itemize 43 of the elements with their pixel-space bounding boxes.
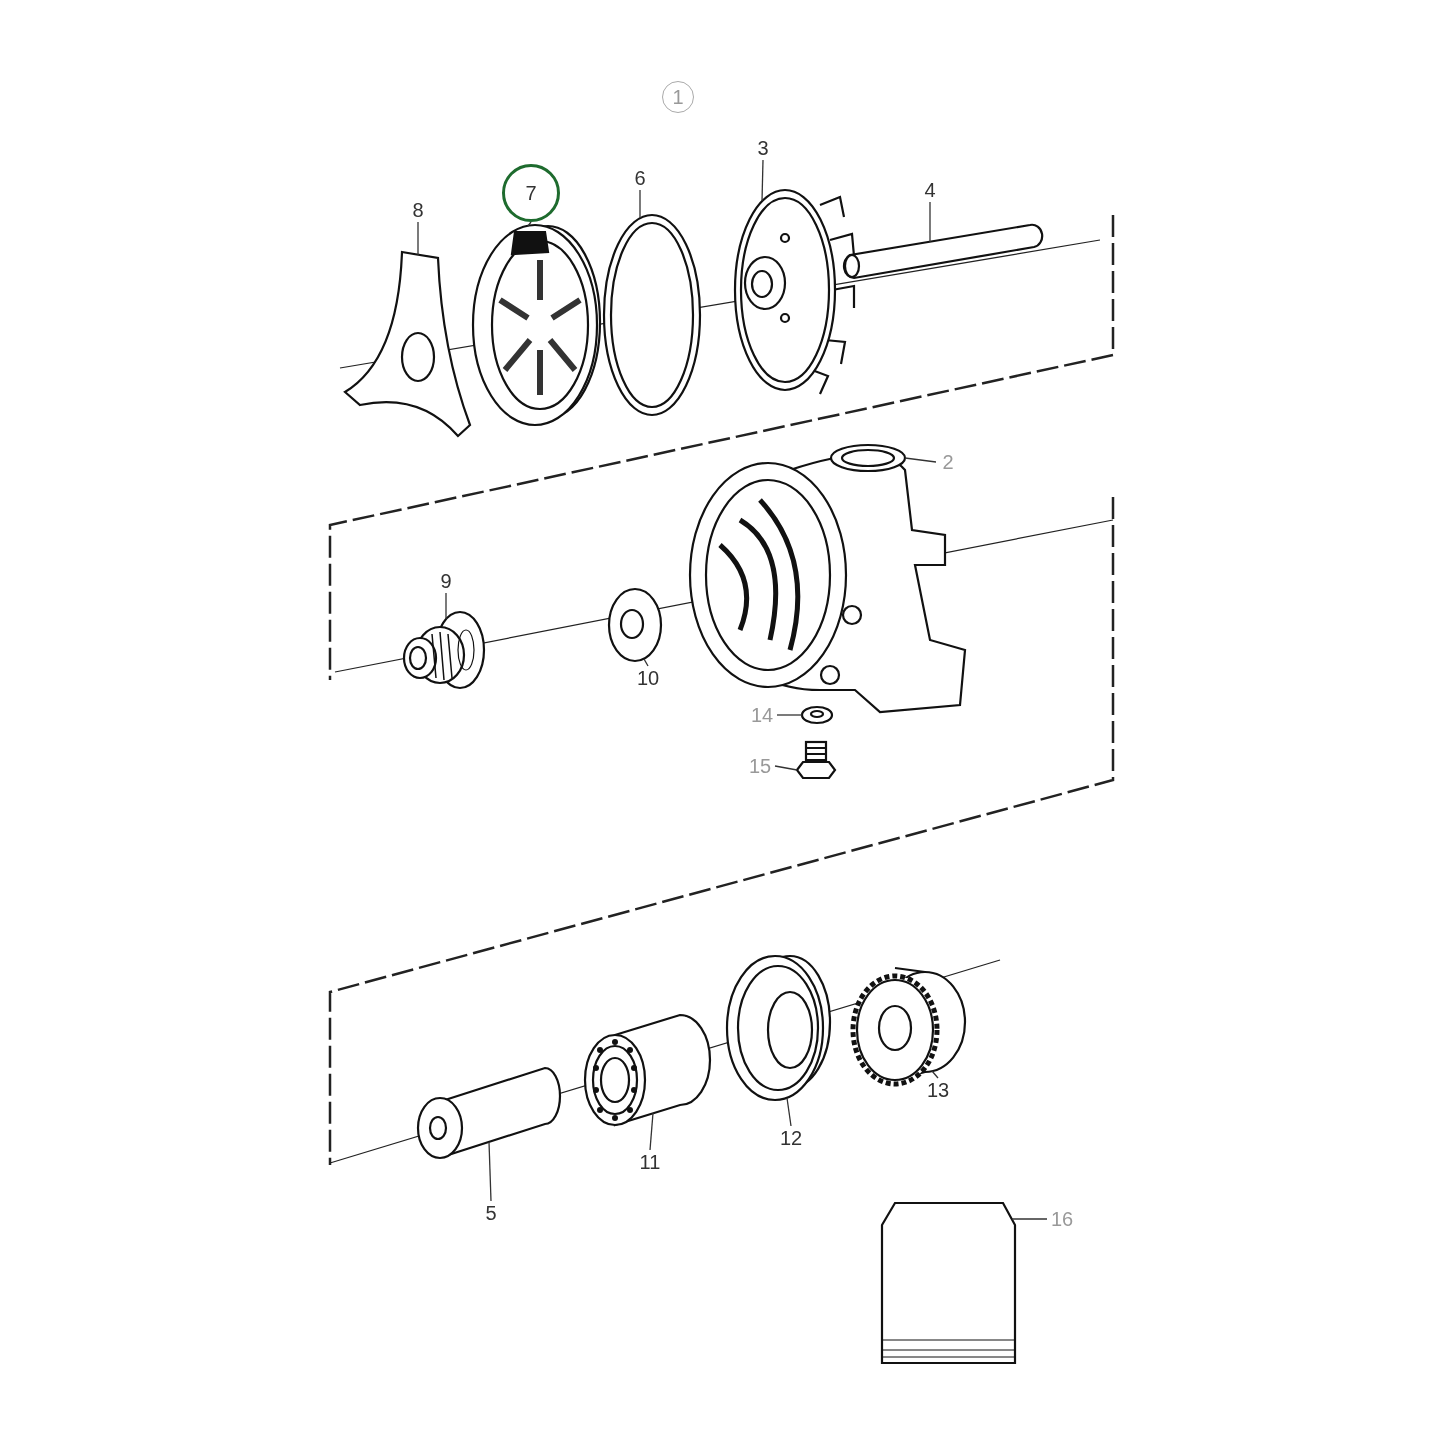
leader-line <box>445 592 447 620</box>
package-drawing <box>880 1201 1017 1365</box>
shaft-drawing <box>842 223 1044 280</box>
callout-number: 4 <box>918 178 942 202</box>
sleeve-drawing <box>416 1066 562 1160</box>
plate-drawing <box>343 250 472 438</box>
o-ring-drawing <box>602 213 702 417</box>
callout-number: 5 <box>479 1201 503 1225</box>
callout-number: 3 <box>751 136 775 160</box>
callout-number: 16 <box>1047 1207 1077 1231</box>
leader-line <box>904 457 937 463</box>
callout-number: 12 <box>776 1126 806 1150</box>
bearing-drawing <box>583 1013 712 1127</box>
callout-number: 13 <box>923 1078 953 1102</box>
callout-number: 9 <box>434 569 458 593</box>
leader-line <box>776 714 803 716</box>
plug-drawing <box>795 740 837 780</box>
circled-callout-number: 7 <box>502 164 560 222</box>
callout-number: 2 <box>936 450 960 474</box>
callout-number: 8 <box>406 198 430 222</box>
leader-line <box>929 201 931 243</box>
leader-line <box>488 1141 492 1202</box>
impeller-drawing <box>733 188 856 396</box>
leader-line <box>761 159 764 202</box>
cup-drawing <box>725 954 832 1102</box>
washer-drawing <box>607 587 663 663</box>
leader-line <box>786 1097 792 1127</box>
leader-line <box>643 658 649 667</box>
washer-drawing <box>800 705 834 725</box>
callout-number: 15 <box>745 754 775 778</box>
callout-number: 6 <box>628 166 652 190</box>
seal-drawing <box>402 610 486 690</box>
leader-line <box>1011 1218 1048 1220</box>
callout-number: 14 <box>747 703 777 727</box>
leader-line <box>527 221 532 227</box>
leader-line <box>931 1070 939 1079</box>
callout-number: 11 <box>635 1150 665 1174</box>
cover-drawing <box>471 223 602 427</box>
leader-line <box>774 765 798 771</box>
leader-line <box>639 189 641 219</box>
leader-line <box>417 221 419 256</box>
callout-number: 10 <box>633 666 663 690</box>
leader-line <box>649 1112 654 1151</box>
